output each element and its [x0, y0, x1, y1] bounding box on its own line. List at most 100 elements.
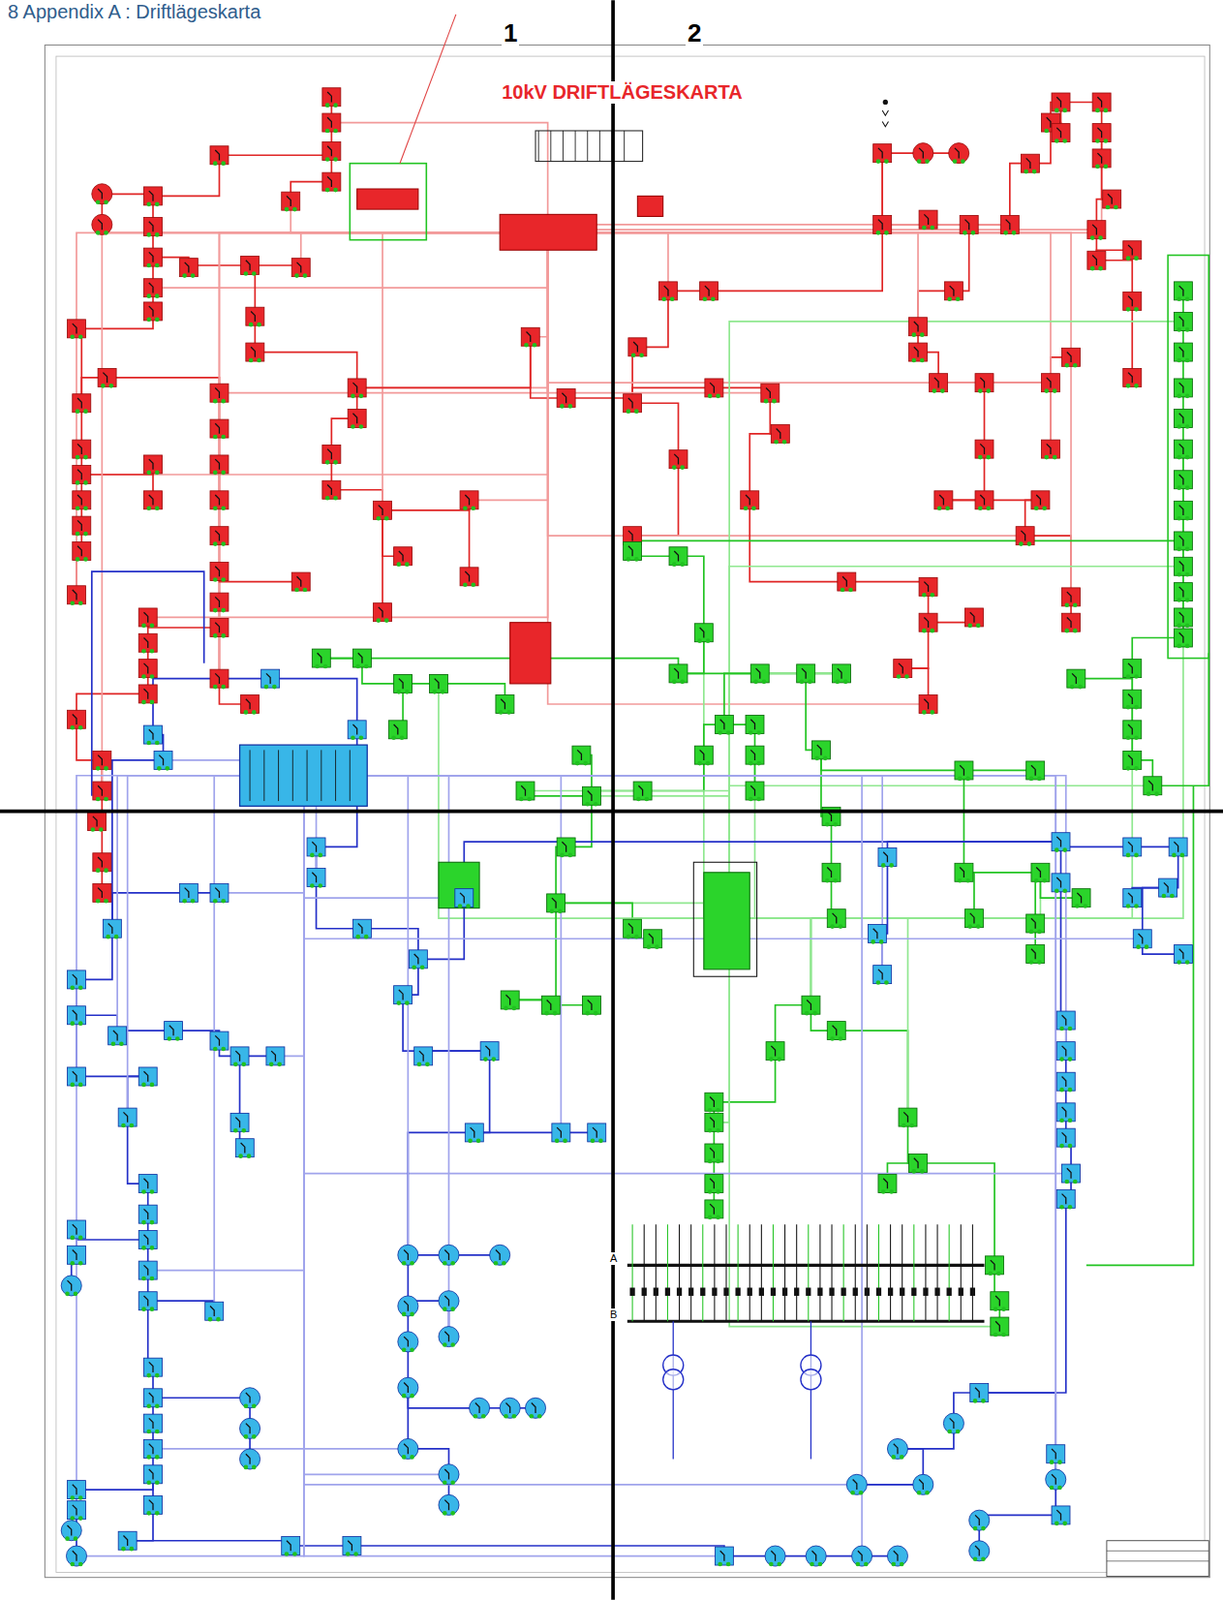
quadrant-number: 1 [501, 19, 520, 49]
grid-line [0, 809, 1223, 814]
substation-symbol [694, 745, 713, 765]
substation-symbol [394, 547, 413, 567]
substation-symbol [72, 394, 92, 414]
substation-symbol [144, 1465, 163, 1485]
substation-symbol [373, 500, 393, 520]
substation-symbol [643, 929, 663, 949]
substation-symbol [72, 516, 92, 536]
substation-symbol [489, 1244, 511, 1265]
breaker-symbol [747, 1287, 753, 1296]
cable [881, 152, 884, 225]
substation-symbol [266, 1046, 285, 1067]
feeder-bay [878, 1223, 880, 1321]
substation-symbol [628, 337, 647, 358]
cable [152, 232, 549, 288]
substation-symbol [92, 750, 112, 770]
substation-symbol [918, 210, 938, 230]
cable [304, 775, 450, 1337]
substation-symbol [1056, 1189, 1075, 1209]
breaker-symbol [911, 1287, 917, 1296]
cable [239, 1055, 242, 1122]
substation-symbol [1000, 214, 1019, 235]
substation-symbol [1040, 439, 1060, 459]
substation-symbol [975, 373, 994, 394]
substation-symbol [658, 281, 677, 302]
bay-line [263, 749, 265, 801]
cable [677, 555, 704, 633]
substation-symbol [556, 388, 576, 408]
cable [729, 785, 1153, 918]
substation-symbol [92, 883, 112, 903]
substation-symbol [291, 572, 310, 592]
substation-symbol [572, 745, 591, 765]
substation-symbol [740, 490, 760, 511]
substation-symbol [826, 1021, 846, 1041]
substation-symbol [97, 367, 117, 388]
substation-symbol [205, 1301, 224, 1321]
breaker-symbol [782, 1287, 788, 1296]
substation-symbol [745, 745, 765, 765]
cable [152, 154, 219, 196]
station-outline [535, 130, 643, 162]
cable [729, 566, 1184, 918]
substation-symbol [700, 281, 719, 302]
substation-symbol [1173, 409, 1193, 429]
feeder-bay [725, 1223, 727, 1321]
breaker-symbol [700, 1287, 705, 1296]
substation-symbol [704, 1174, 724, 1194]
substation-symbol [1123, 659, 1142, 679]
substation-symbol [745, 715, 765, 735]
substation-symbol [954, 862, 974, 883]
feeder-bay [795, 1223, 797, 1321]
cable [270, 678, 358, 731]
cable [548, 232, 918, 327]
substation-symbol [541, 995, 560, 1015]
substation-symbol [1062, 1163, 1081, 1184]
substation-symbol [837, 572, 857, 592]
cable [351, 1545, 724, 1557]
substation-symbol [1173, 500, 1193, 520]
substation-symbol [210, 526, 229, 547]
substation-symbol [459, 567, 479, 587]
substation-symbol [623, 541, 643, 561]
feeder-bay [655, 1223, 657, 1321]
cable [708, 152, 883, 291]
substation-symbol [832, 664, 852, 684]
substation-symbol [138, 1067, 157, 1087]
substation-symbol [241, 256, 260, 276]
breaker-symbol [794, 1287, 799, 1296]
substation-symbol [210, 419, 229, 439]
transformer-symbol [663, 1369, 684, 1390]
substation-symbol [210, 146, 229, 166]
substation-symbol [67, 319, 87, 339]
substation-symbol [852, 1545, 873, 1566]
substation-symbol [322, 88, 341, 108]
substation-symbol [873, 965, 892, 985]
cable [548, 232, 1051, 383]
breaker-symbol [864, 1287, 870, 1296]
cable [1086, 785, 1194, 1265]
substation-symbol [210, 490, 229, 511]
leader-line [399, 14, 457, 164]
substation-symbol [91, 183, 113, 205]
feeder-bay [643, 1223, 645, 1321]
bay-line [599, 130, 601, 162]
substation-symbol [1173, 281, 1193, 302]
feeder-bay [924, 1223, 926, 1321]
cable [152, 775, 305, 1449]
substation-symbol [322, 172, 341, 192]
bay-line [562, 130, 564, 162]
cable [402, 994, 490, 1051]
substation-symbol [943, 1412, 964, 1434]
breaker-symbol [899, 1287, 905, 1296]
feeder-bay [807, 1223, 809, 1321]
feeder-bay [913, 1223, 915, 1321]
substation-symbol [438, 1326, 459, 1347]
feeder-bay [772, 1223, 774, 1321]
cable [382, 499, 470, 511]
substation-symbol [210, 383, 229, 403]
cable [112, 892, 189, 929]
cable [836, 1030, 909, 1118]
cable [148, 775, 305, 1271]
substation-symbol [240, 1417, 261, 1438]
